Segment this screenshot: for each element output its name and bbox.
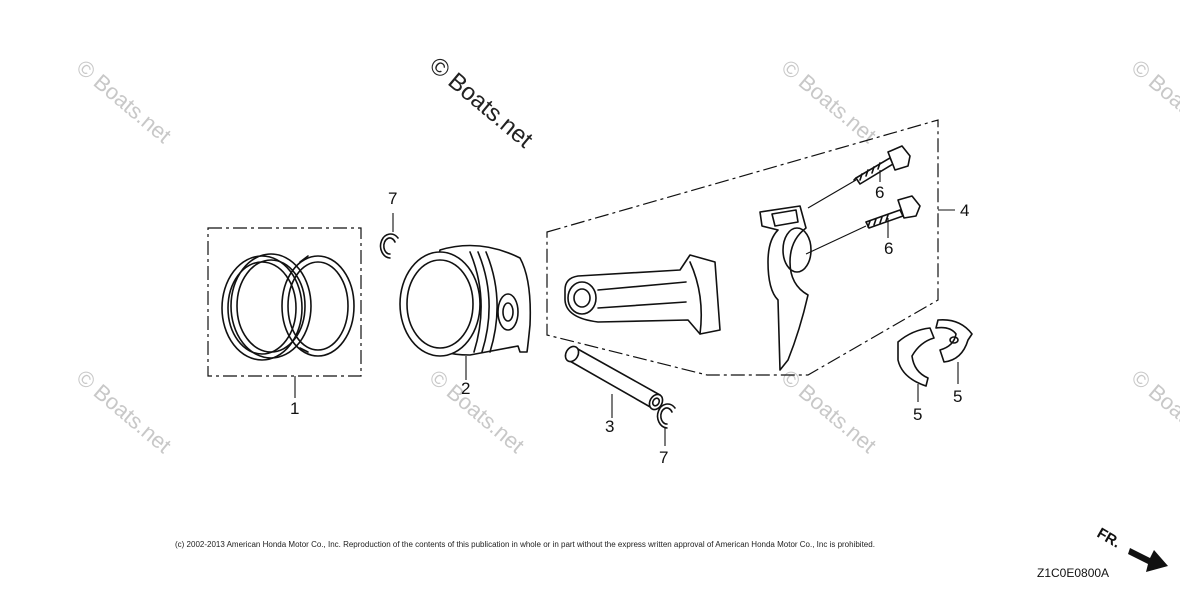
watermark-faint-7: © Boats.net xyxy=(1127,365,1180,458)
callout-6-lower: 6 xyxy=(884,239,893,258)
callout-7-lower: 7 xyxy=(659,448,668,467)
watermark-faint-2: © Boats.net xyxy=(777,55,881,148)
watermark-faint-3: © Boats.net xyxy=(1127,55,1180,148)
watermark-group: © Boats.net © Boats.net © Boats.net © Bo… xyxy=(72,52,1180,458)
rod-bolt-lower[interactable] xyxy=(805,195,921,255)
piston-pin[interactable] xyxy=(563,344,665,412)
watermark-faint-5: © Boats.net xyxy=(425,365,529,458)
piston[interactable] xyxy=(399,244,532,357)
callout-3: 3 xyxy=(605,417,614,436)
ring-set-frame xyxy=(207,227,362,377)
watermark-faint-6: © Boats.net xyxy=(777,365,881,458)
front-direction-indicator: FR. xyxy=(1094,525,1168,572)
connecting-rod-assembly[interactable] xyxy=(546,119,939,376)
callout-1: 1 xyxy=(290,399,299,418)
arrow-icon xyxy=(1128,548,1168,572)
watermark-faint-4: © Boats.net xyxy=(72,365,176,458)
piston-pin-clip-lower[interactable] xyxy=(656,403,676,429)
callout-6-upper: 6 xyxy=(875,183,884,202)
rod-bolt-upper[interactable] xyxy=(807,145,911,209)
piston-pin-clip-upper[interactable] xyxy=(379,233,399,259)
callout-2: 2 xyxy=(461,379,470,398)
rod-bearing-a[interactable] xyxy=(897,327,935,387)
watermark-faint-1: © Boats.net xyxy=(72,55,176,148)
callout-5-a: 5 xyxy=(913,405,922,424)
diagram-code: Z1C0E0800A xyxy=(1037,566,1110,580)
callout-5-b: 5 xyxy=(953,387,962,406)
rod-assembly-frame xyxy=(546,119,939,376)
callout-4: 4 xyxy=(960,201,969,220)
piston-ring-set[interactable] xyxy=(207,227,362,377)
front-label: FR. xyxy=(1094,525,1123,552)
callout-7-upper: 7 xyxy=(388,189,397,208)
rod-bearing-b[interactable] xyxy=(935,318,973,363)
copyright-notice: (c) 2002-2013 American Honda Motor Co., … xyxy=(175,540,875,549)
watermark-main: © Boats.net xyxy=(424,52,538,154)
